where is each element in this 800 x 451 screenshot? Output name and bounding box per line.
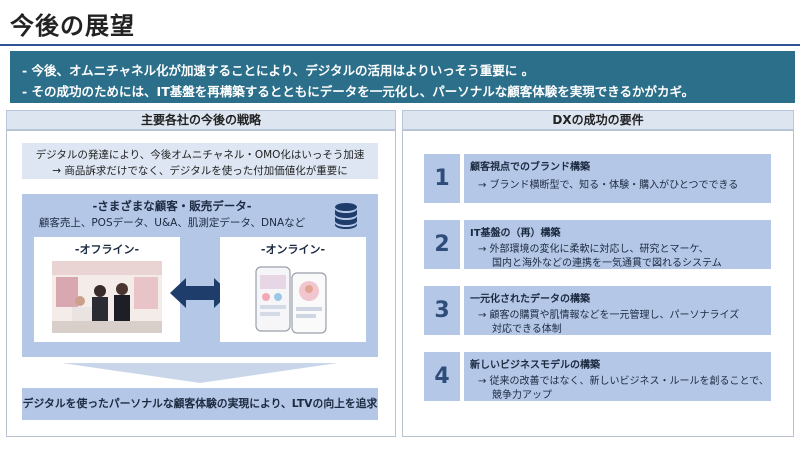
requirement-title: 新しいビジネスモデルの構築 <box>470 360 600 371</box>
double-arrow-icon <box>170 278 230 308</box>
outcome-box: デジタルを使ったパーソナルな顧客体験の実現により、LTVの向上を追求 <box>22 388 378 420</box>
requirement-item: 一元化されたデータの構築 → 顧客の購買や肌情報などを一元管理し、パーソナライズ… <box>464 286 771 335</box>
banner-line-1: - 今後、オムニチャネル化が加速することにより、デジタルの活用はよりいっそう重要… <box>22 63 535 78</box>
requirement-detail-2: 対応できる体制 <box>492 324 562 335</box>
down-chevron-icon <box>62 363 338 383</box>
requirement-detail-1: → 外部環境の変化に柔軟に対応し、研究とマーケ、 <box>478 244 709 255</box>
requirement-detail-2: 競争力アップ <box>492 390 552 401</box>
requirement-title: 顧客視点でのブランド構築 <box>470 162 590 173</box>
online-box: -オンライン- <box>220 237 366 342</box>
requirement-item: 顧客視点でのブランド構築 → ブランド横断型で、知る・体験・購入がひとつでできる <box>464 154 771 203</box>
summary-banner: - 今後、オムニチャネル化が加速することにより、デジタルの活用はよりいっそう重要… <box>10 51 795 103</box>
requirement-item: 新しいビジネスモデルの構築 → 従来の改善ではなく、新しいビジネス・ルールを創る… <box>464 352 771 401</box>
requirement-detail-1: → ブランド横断型で、知る・体験・購入がひとつでできる <box>478 180 739 191</box>
store-photo-image <box>52 261 162 333</box>
requirement-item: IT基盤の（再）構築 → 外部環境の変化に柔軟に対応し、研究とマーケ、 国内と海… <box>464 220 771 269</box>
database-icon <box>335 203 357 229</box>
requirement-detail-1: → 従来の改善ではなく、新しいビジネス・ルールを創ることで、 <box>478 376 769 387</box>
intro-line-2: → 商品訴求だけでなく、デジタルを使った付加価値化が重要に <box>52 165 348 177</box>
smartphone-app-image <box>255 266 327 334</box>
data-title: -さまざまな顧客・販売データ- <box>92 199 252 213</box>
right-column-header: DXの成功の要件 <box>402 110 794 130</box>
intro-box: デジタルの発達により、今後オムニチャネル・OMO化はいっそう加速 → 商品訴求だ… <box>22 143 378 179</box>
page-title: 今後の展望 <box>10 12 135 40</box>
requirement-number: 2 <box>424 220 460 269</box>
left-column-header: 主要各社の今後の戦略 <box>6 110 396 130</box>
requirement-detail-1: → 顧客の購買や肌情報などを一元管理し、パーソナライズ <box>478 310 740 321</box>
offline-label: -オフライン- <box>74 243 140 256</box>
title-divider <box>0 44 800 46</box>
requirement-detail-2: 国内と海外などの連携を一気通貫で図れるシステム <box>492 258 722 269</box>
requirement-title: 一元化されたデータの構築 <box>470 294 590 305</box>
data-subtitle: 顧客売上、POSデータ、U&A、肌測定データ、DNAなど <box>38 217 306 229</box>
requirement-number: 1 <box>424 154 460 203</box>
online-label: -オンライン- <box>260 243 326 256</box>
requirement-number: 3 <box>424 286 460 335</box>
banner-line-2: - その成功のためには、IT基盤を再構築するとともにデータを一元化し、パーソナル… <box>22 84 695 99</box>
requirement-title: IT基盤の（再）構築 <box>470 228 561 239</box>
intro-line-1: デジタルの発達により、今後オムニチャネル・OMO化はいっそう加速 <box>35 149 365 161</box>
customer-data-block: -さまざまな顧客・販売データ- 顧客売上、POSデータ、U&A、肌測定データ、D… <box>22 194 378 357</box>
requirement-number: 4 <box>424 352 460 401</box>
offline-box: -オフライン- <box>34 237 180 342</box>
